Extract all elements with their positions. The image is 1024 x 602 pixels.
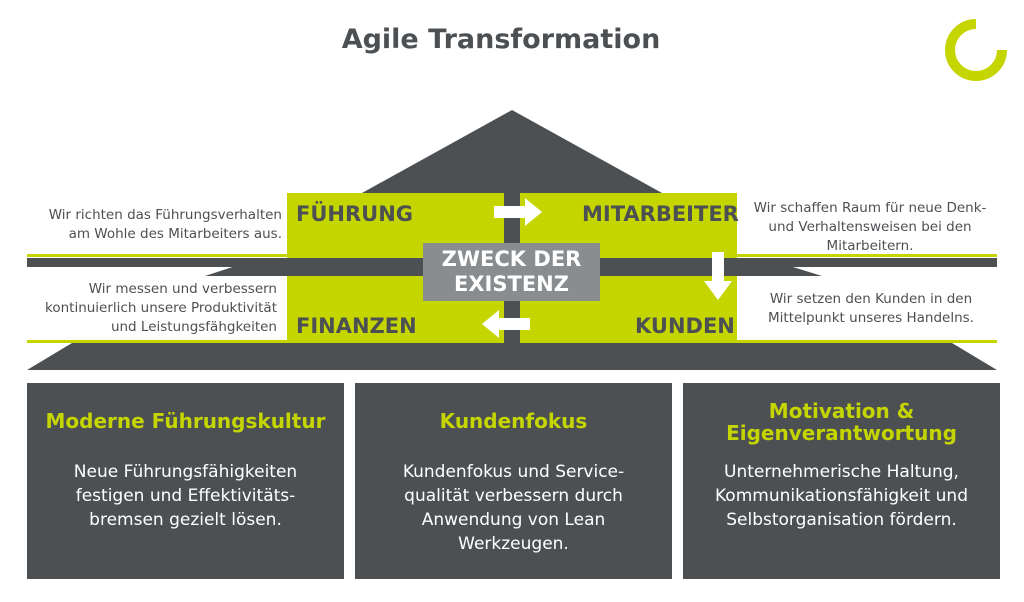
pillar-body-line: Anwendung von Lean: [421, 510, 606, 530]
arrow-left-icon: [482, 310, 530, 338]
roof: [362, 110, 662, 193]
side-text-line: Wir messen und verbessern: [88, 281, 277, 297]
arrow-down-icon: [704, 252, 732, 300]
side-text-top-left: Wir richten das Führungsverhalten am Woh…: [27, 206, 282, 244]
side-text-bottom-left: Wir messen und verbessern kontinuierlich…: [27, 280, 277, 337]
pillar-title-line: Moderne Führungskultur: [45, 409, 326, 433]
pillar-body: Unternehmerische Haltung, Kommunikations…: [683, 460, 1000, 532]
pillar-title: Moderne Führungskultur: [27, 410, 344, 432]
pillar-body-line: Werkzeugen.: [458, 534, 569, 554]
side-text-line: und Leistungsfähgkeiten: [110, 319, 277, 335]
side-text-top-right: Wir schaffen Raum für neue Denk- und Ver…: [743, 199, 997, 256]
pillar-body: Kundenfokus und Service- qualität verbes…: [355, 460, 672, 556]
side-text-line: Mitarbeitern.: [826, 238, 914, 254]
side-text-line: Wir schaffen Raum für neue Denk-: [753, 200, 987, 216]
pillar-body-line: Neue Führungsfähigkeiten: [73, 462, 298, 482]
side-text-line: und Verhaltensweisen bei den: [768, 219, 972, 235]
quadrant-mitarbeiter: MITARBEITER: [582, 202, 739, 226]
pillar-title-line: Motivation &: [768, 399, 915, 423]
pillar-fuehrungskultur: Moderne Führungskultur Neue Führungsfähi…: [27, 383, 344, 579]
pillar-title-line: Eigenverantwortung: [726, 421, 957, 445]
side-text-line: Mittelpunkt unseres Handelns.: [768, 310, 974, 326]
side-text-line: Wir richten das Führungsverhalten: [48, 207, 282, 223]
center-line-2: EXISTENZ: [454, 272, 569, 296]
pillar-title: Kundenfokus: [355, 410, 672, 432]
pillar-body-line: Kundenfokus und Service-: [402, 462, 625, 482]
center-box: ZWECK DER EXISTENZ: [423, 243, 600, 301]
pillar-body-line: Selbstorganisation fördern.: [726, 510, 957, 530]
side-text-line: kontinuierlich unsere Produktivität: [45, 300, 277, 316]
quadrant-kunden: KUNDEN: [635, 314, 735, 338]
quadrant-fuehrung: FÜHRUNG: [296, 202, 414, 226]
pillar-body-line: bremsen gezielt lösen.: [89, 510, 282, 530]
page-title: Agile Transformation: [341, 24, 661, 55]
base-ledge: [27, 343, 997, 370]
center-line-1: ZWECK DER: [441, 247, 582, 271]
pillar-title: Motivation & Eigenverantwortung: [683, 400, 1000, 444]
side-text-line: Wir setzen den Kunden in den: [769, 291, 973, 307]
pillar-kundenfokus: Kundenfokus Kundenfokus und Service- qua…: [355, 383, 672, 579]
pillar-motivation: Motivation & Eigenverantwortung Unterneh…: [683, 383, 1000, 579]
pillar-body-line: qualität verbessern durch: [404, 486, 623, 506]
arrow-right-icon: [494, 198, 542, 226]
pillar-title-line: Kundenfokus: [439, 409, 588, 433]
quadrant-finanzen: FINANZEN: [296, 314, 417, 338]
pillar-body-line: Kommunikationsfähigkeit und: [715, 486, 968, 506]
logo-ring-icon: [945, 19, 1007, 81]
side-text-bottom-right: Wir setzen den Kunden in den Mittelpunkt…: [745, 290, 997, 328]
pillar-body-line: festigen und Effektivitäts-: [75, 486, 296, 506]
pillar-body-line: Unternehmerische Haltung,: [724, 462, 959, 482]
side-text-line: am Wohle des Mitarbeiters aus.: [68, 226, 282, 242]
pillar-body: Neue Führungsfähigkeiten festigen und Ef…: [27, 460, 344, 532]
